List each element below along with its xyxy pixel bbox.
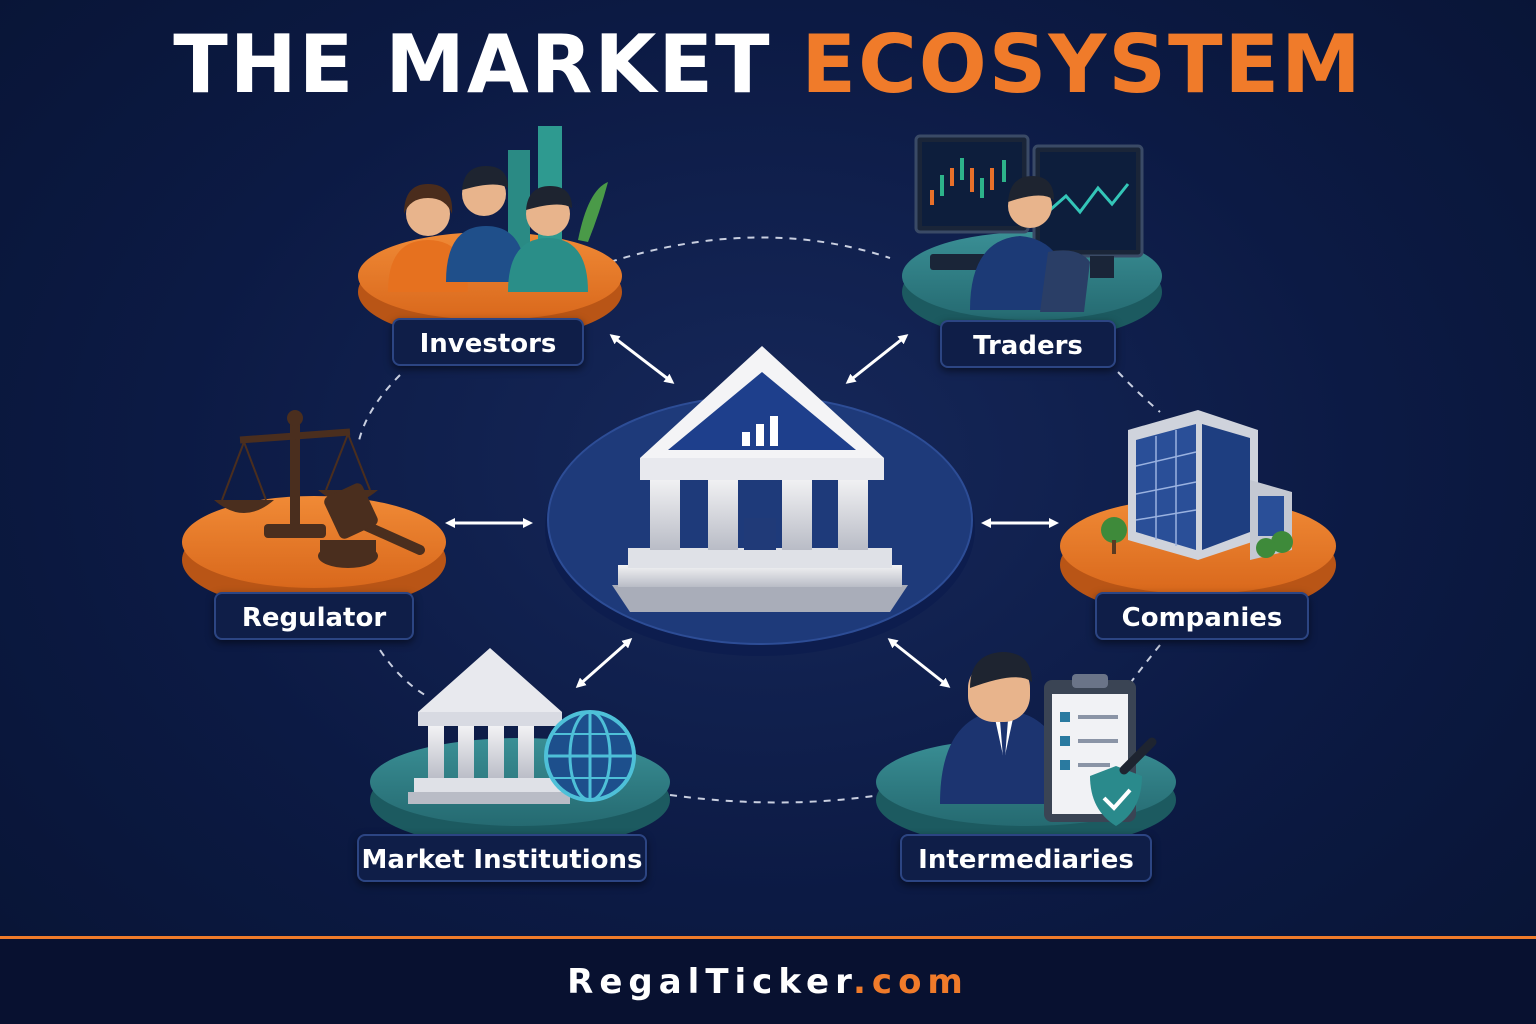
arrow-investors <box>609 334 675 384</box>
arrow-institutions <box>575 638 633 688</box>
label-regulator: Regulator <box>214 592 414 640</box>
page-title: THE MARKET ECOSYSTEM <box>0 18 1536 111</box>
arrows <box>445 334 1059 688</box>
arrow-traders <box>845 334 909 384</box>
investors-node <box>358 126 622 340</box>
center-node <box>545 346 975 656</box>
regulator-node <box>182 410 446 610</box>
arrow-intermediaries <box>887 638 951 688</box>
dashed-connectors <box>357 236 1161 804</box>
label-traders: Traders <box>940 320 1116 368</box>
label-intermediaries: Intermediaries <box>900 834 1152 882</box>
institutions-node <box>370 648 670 848</box>
brand-name: RegalTicker <box>567 962 853 1002</box>
people-icon <box>388 126 608 292</box>
office-building-icon <box>1101 410 1293 560</box>
brand-domain: .com <box>853 962 969 1002</box>
label-investors: Investors <box>392 318 584 366</box>
label-market-institutions: Market Institutions <box>357 834 647 882</box>
companies-node <box>1060 410 1336 617</box>
scales-gavel-icon <box>214 410 425 568</box>
intermediaries-node <box>876 652 1176 848</box>
broker-clipboard-icon <box>940 652 1157 826</box>
traders-node <box>902 134 1162 340</box>
title-accent: ECOSYSTEM <box>801 18 1363 111</box>
footer-bar <box>0 939 1536 1024</box>
footer-divider <box>0 936 1536 939</box>
title-main: THE MARKET <box>173 18 772 111</box>
trader-monitors-icon <box>914 134 1144 312</box>
stock-exchange-icon <box>612 346 908 612</box>
footer-brand[interactable]: RegalTicker.com <box>0 962 1536 1002</box>
institution-globe-icon <box>408 648 636 804</box>
label-companies: Companies <box>1095 592 1309 640</box>
